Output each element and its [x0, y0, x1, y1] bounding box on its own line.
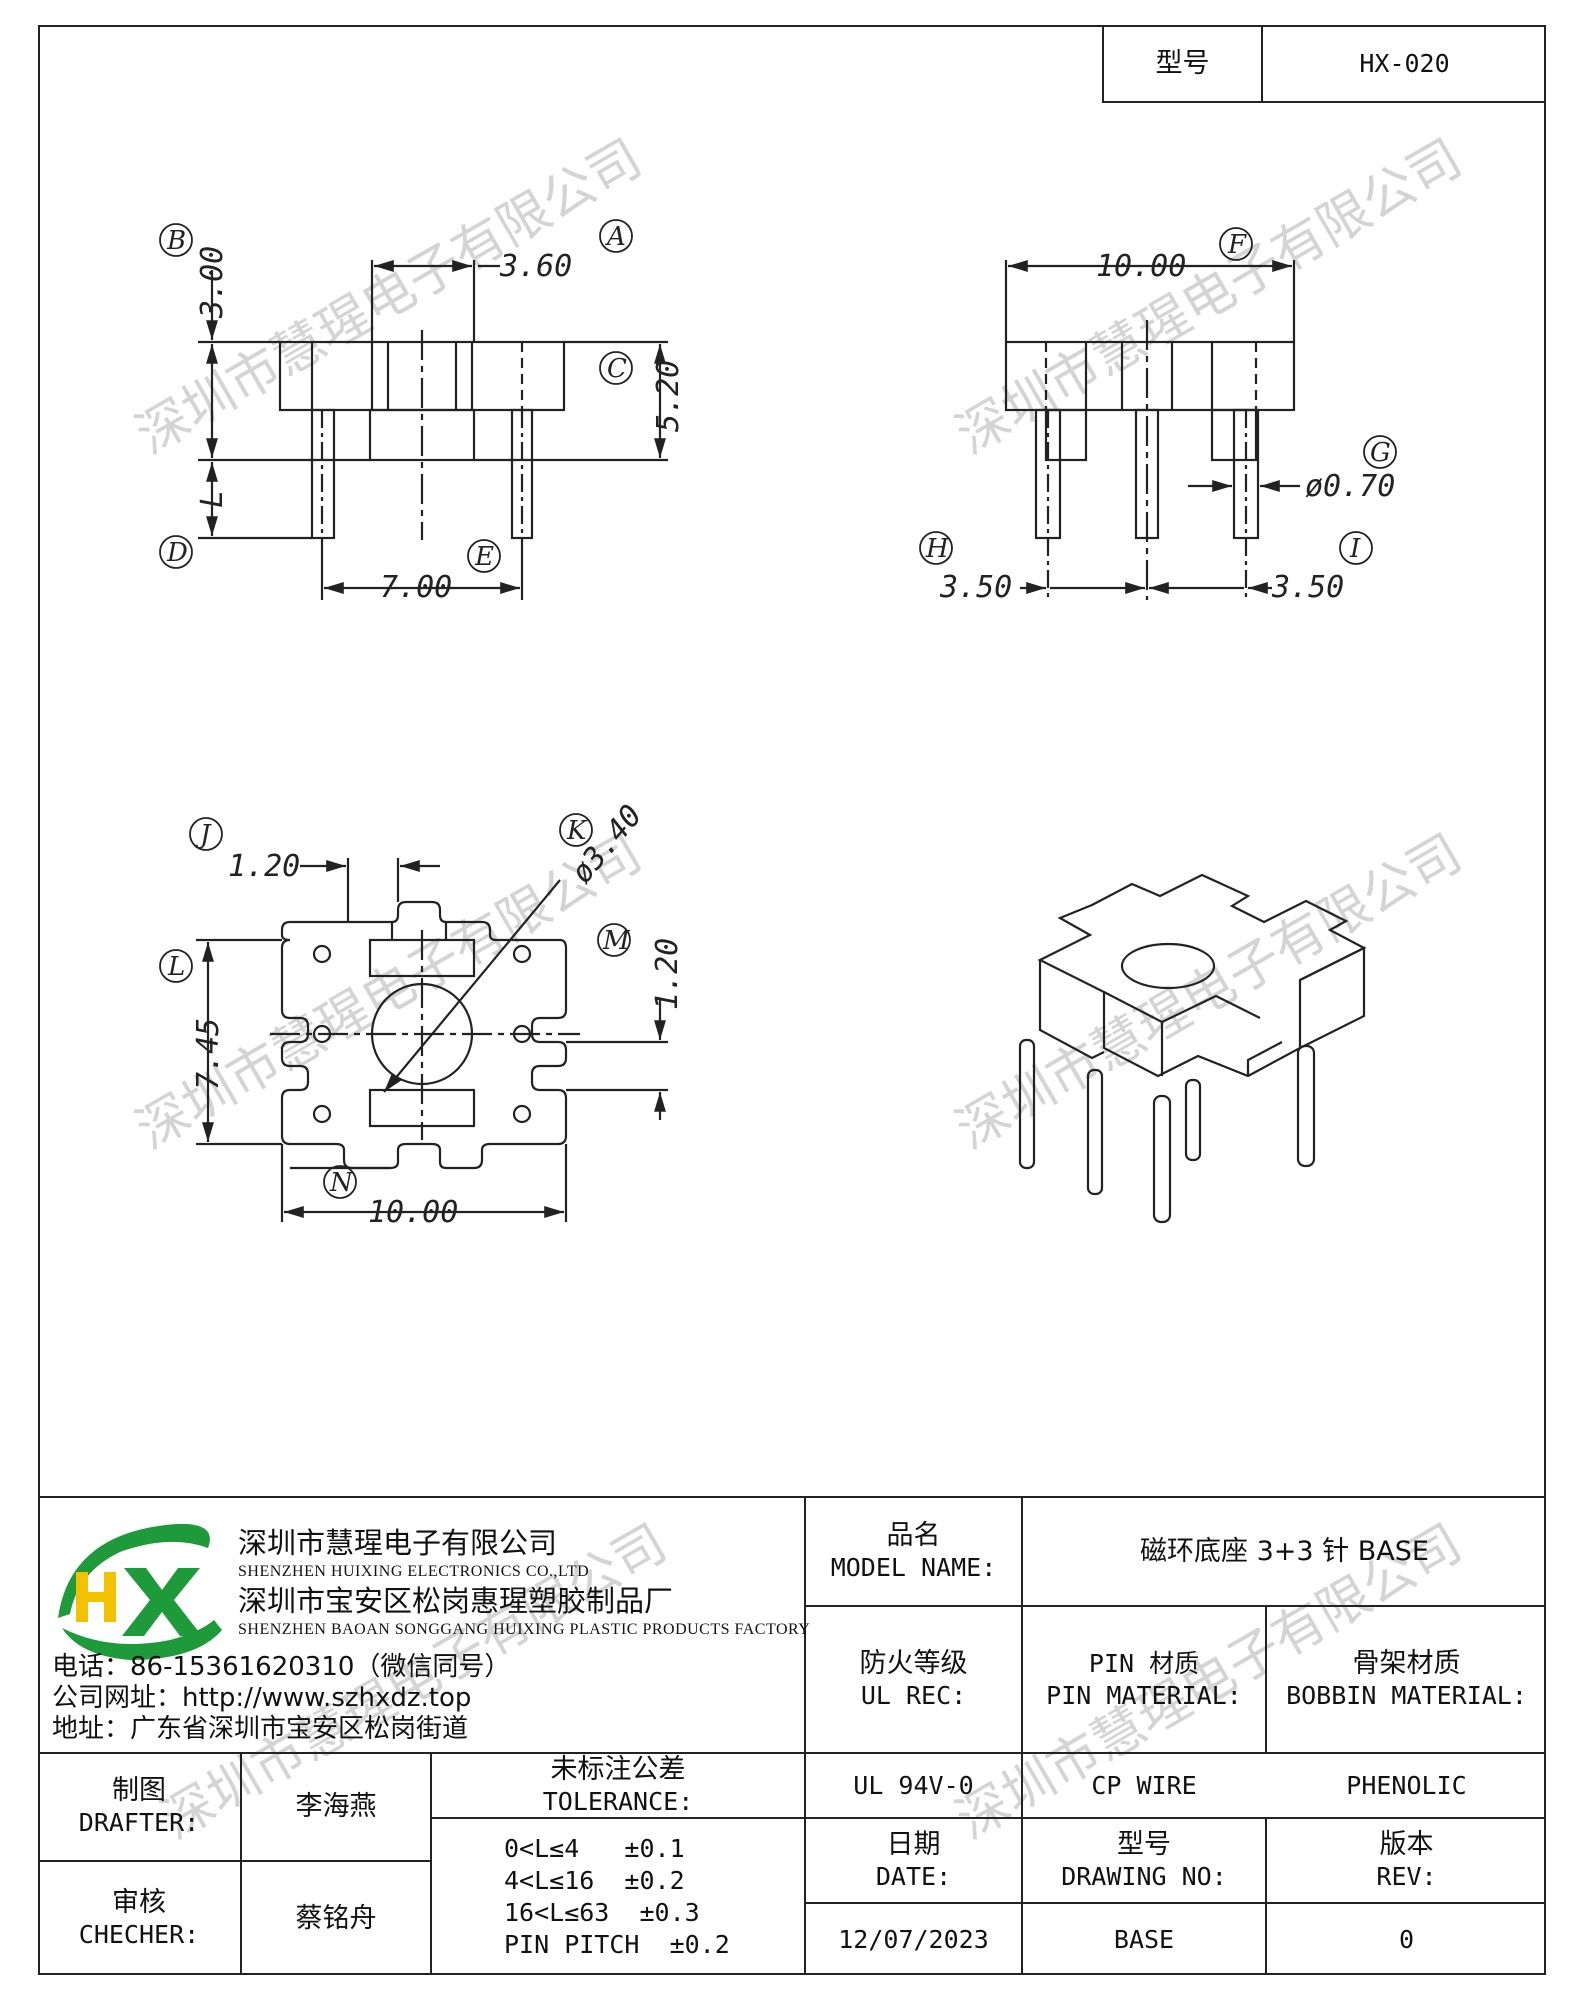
dim-side-width: 10.00 — [1096, 249, 1186, 284]
dim-top-height: 3.00 — [195, 246, 230, 319]
date-value: 12/07/2023 — [838, 1924, 989, 1954]
drawing-no-value: BASE — [1113, 1924, 1175, 1954]
reference-labels — [159, 219, 1397, 1199]
dimension-texts: 3.60 3.00 5.20 L 7.00 10.00 ø0.70 3.50 3… — [191, 246, 1395, 1230]
watermark-2: 深圳市慧瑆电子有限公司 — [947, 128, 1472, 466]
top-view — [196, 858, 668, 1222]
dim-slot-height: 1.20 — [650, 938, 685, 1010]
company-info: 深圳市慧瑆电子有限公司 SHENZHEN HUIXING ELECTRONICS… — [238, 1525, 810, 1641]
label-h: H — [925, 534, 950, 564]
company-logo — [58, 1523, 222, 1660]
model-label: 型号 — [1155, 48, 1210, 79]
drafter-name: 李海燕 — [295, 1791, 377, 1822]
dim-slot-width: 1.20 — [228, 849, 300, 884]
checker-name: 蔡铭舟 — [295, 1902, 377, 1934]
company-name-cn: 深圳市慧瑆电子有限公司 — [238, 1526, 558, 1560]
label-i: I — [1349, 534, 1361, 564]
dim-pin-dia: ø0.70 — [1305, 469, 1395, 504]
reference-letters: A B C D E F G H I J K L M N — [166, 222, 1391, 1198]
factory-name-cn: 深圳市宝安区松岗惠瑆塑胶制品厂 — [238, 1584, 674, 1618]
dim-top-width: 3.60 — [499, 249, 572, 284]
address: 地址：广东省深圳市宝安区松岗街道 — [52, 1714, 469, 1744]
model-value: HX-020 — [1359, 49, 1450, 78]
dim-pin-span: 7.00 — [380, 570, 452, 605]
tolerance-row: PIN PITCH ±0.2 — [504, 1930, 730, 1959]
header-box-bottom — [1102, 101, 1546, 103]
rev-value: 0 — [1398, 1924, 1415, 1954]
tolerance-row: 4<L≤16 ±0.2 — [504, 1866, 685, 1895]
phone: 电话：86-15361620310（微信同号） — [52, 1652, 511, 1682]
label-d: D — [166, 538, 188, 568]
dim-pitch-right: 3.50 — [1271, 570, 1344, 605]
label-j: J — [195, 820, 212, 850]
top-view-outline — [290, 900, 568, 1170]
label-c: C — [607, 354, 627, 384]
ul-value: UL 94V-0 — [853, 1770, 974, 1800]
dim-pitch-left: 3.50 — [939, 570, 1012, 605]
dim-total-height: 5.20 — [651, 360, 686, 432]
label-l: L — [167, 952, 185, 982]
front-view — [198, 260, 668, 600]
tolerance-row: 16<L≤63 ±0.3 — [504, 1898, 700, 1927]
label-k: K — [566, 816, 588, 846]
contact-info: 电话：86-15361620310（微信同号） 公司网址：http://www.… — [52, 1652, 510, 1745]
front-core-post — [368, 408, 476, 462]
pin-material-value: CP WIRE — [1091, 1770, 1197, 1800]
isometric-view — [1018, 873, 1367, 1224]
website: 公司网址：http://www.szhxdz.top — [52, 1683, 472, 1713]
header-box-left — [1102, 25, 1104, 103]
drawing-frame — [38, 25, 1546, 1975]
dim-bottom-width: 10.00 — [368, 1195, 458, 1230]
dim-depth: 7.45 — [191, 1018, 226, 1090]
label-n: N — [329, 1168, 354, 1198]
bobbin-material-value: PHENOLIC — [1346, 1770, 1467, 1800]
label-a: A — [605, 222, 626, 252]
dim-pin-length: L — [195, 490, 230, 508]
tolerance-row: 0<L≤4 ±0.1 — [504, 1834, 685, 1863]
label-b: B — [166, 226, 186, 256]
header-box-divider — [1261, 25, 1263, 103]
iso-hole — [1120, 942, 1216, 990]
company-name-en: SHENZHEN HUIXING ELECTRONICS CO.,LTD — [238, 1563, 590, 1580]
label-e: E — [474, 542, 494, 572]
label-m: M — [602, 926, 631, 956]
label-g: G — [1370, 438, 1391, 468]
tolerance-table: 0<L≤4 ±0.1 4<L≤16 ±0.2 16<L≤63 ±0.3 PIN … — [432, 1819, 804, 1975]
header-box-top — [1104, 25, 1546, 27]
model-name-value: 磁环底座 3+3 针 BASE — [1140, 1535, 1429, 1567]
factory-name-en: SHENZHEN BAOAN SONGGANG HUIXING PLASTIC … — [238, 1621, 811, 1638]
label-f: F — [1227, 230, 1247, 260]
watermark-4: 深圳市慧瑆电子有限公司 — [947, 823, 1472, 1161]
side-view — [1004, 260, 1300, 600]
